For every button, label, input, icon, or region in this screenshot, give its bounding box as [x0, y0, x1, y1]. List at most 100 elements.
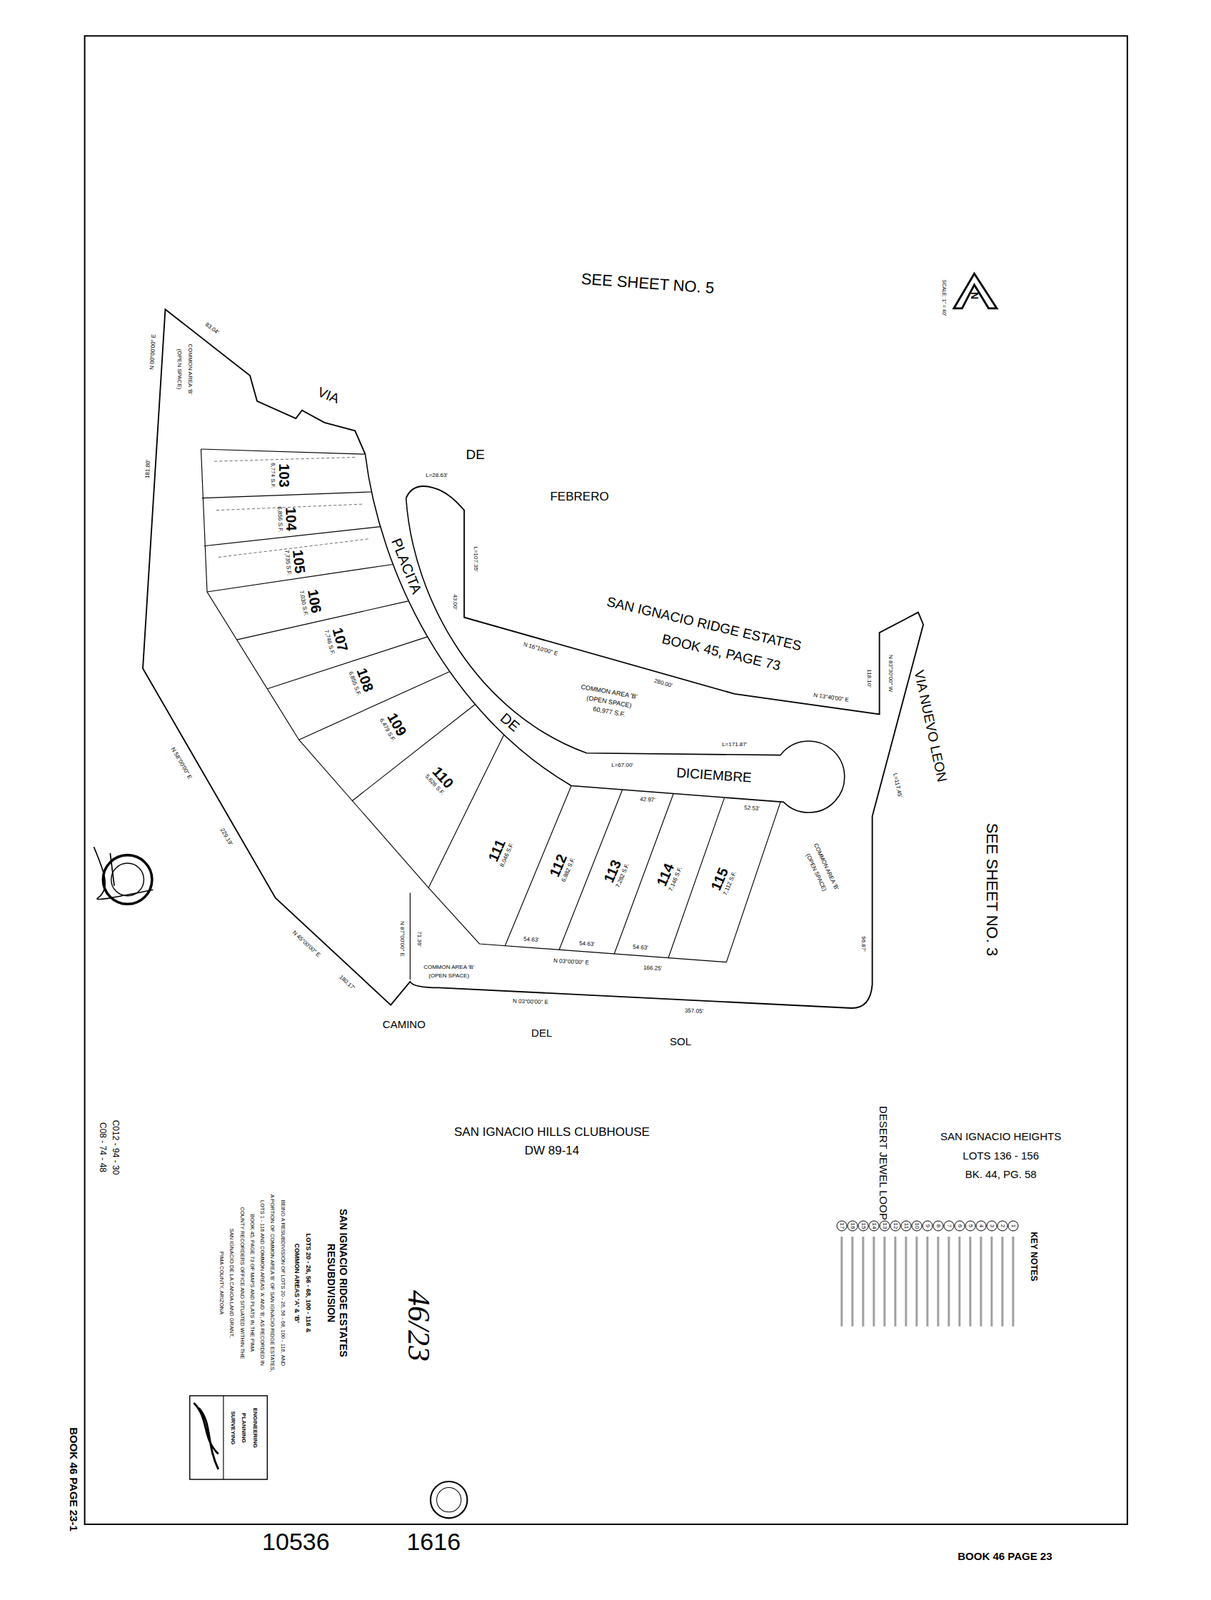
map-label: BK. 44, PG. 58	[965, 1168, 1037, 1181]
dimension-label: 180.17'	[337, 973, 357, 992]
map-label: DICIEMBRE	[676, 764, 753, 786]
map-label: SEE SHEET NO. 5	[580, 269, 715, 298]
map-label: C08 - 74 - 48	[97, 1122, 108, 1173]
map-label: SAN IGNACIO DE LA CANOA LAND GRANT,	[228, 1228, 235, 1339]
subdivision-boundary	[142, 309, 924, 1009]
map-label: DEL	[531, 1027, 552, 1040]
map-label-bold: KEY NOTES	[1028, 1232, 1039, 1282]
dimension-label: 54.63'	[578, 939, 596, 947]
boundary-line	[409, 893, 411, 980]
easement-lines	[214, 456, 370, 557]
lot-area: 6,774 S.F.	[269, 462, 277, 489]
key-note-number: 9	[921, 1220, 933, 1232]
map-label: SCALE: 1" = 40'	[941, 279, 947, 316]
key-note-number: 3	[986, 1220, 997, 1232]
key-note-number: 12	[889, 1220, 901, 1232]
dimension-label: 181.80'	[144, 459, 153, 480]
key-note-number: 7	[943, 1220, 954, 1232]
lot-parcel: 1157,112 S.F.	[706, 864, 738, 897]
lot-parcel: 1126,882 S.F.	[545, 851, 577, 884]
lot-number: 105	[289, 548, 309, 576]
key-note-number: 2	[996, 1220, 1008, 1232]
key-note-number: 10	[911, 1220, 922, 1232]
map-label: A PORTION OF COMMON AREA 'B' OF SAN IGNA…	[269, 1194, 276, 1373]
map-label-bold: SURVEYING	[229, 1411, 236, 1446]
firm-block-divider	[222, 1395, 224, 1480]
map-label: (OPEN SPACE)	[176, 349, 183, 390]
map-label: (OPEN SPACE)	[428, 973, 470, 980]
map-label: PIMA COUNTY, ARIZONA	[218, 1252, 225, 1316]
dimension-label: L=107.35'	[471, 545, 479, 572]
dimension-label: 71.36'	[416, 930, 423, 948]
key-note-number: 5	[964, 1220, 976, 1232]
lot-rear-line	[200, 449, 727, 963]
map-label: BOOK 45, PAGE 73 OF MAPS AND PLATS IN TH…	[249, 1214, 256, 1353]
dimension-label: N 87°00'00" E	[398, 920, 405, 958]
key-note-number: 6	[953, 1220, 965, 1232]
map-label: BEING A RESUBDIVISION OF LOTS 20 - 26, 5…	[279, 1200, 286, 1366]
lot-parcel: 1147,146 S.F.	[652, 860, 684, 894]
lot-parcel: 1096,479 S.F.	[377, 709, 410, 744]
recorder-stamp-ring	[436, 1488, 462, 1513]
map-label: VIA NUEVO LEON	[911, 669, 951, 785]
lot-parcel: 1118,046 S.F.	[484, 835, 516, 869]
dimension-label: N 83°30'00" W	[887, 654, 894, 693]
map-label: LOTS 1 - 116 AND COMMON AREAS 'A' AND 'B…	[259, 1200, 266, 1366]
handwritten-note: 46/23	[400, 1290, 437, 1362]
dimension-label: N 03°00'00" E	[552, 957, 590, 967]
key-note-number: 11	[900, 1220, 912, 1232]
lot-area: 6,856 S.F.	[276, 506, 285, 532]
recorder-stamp	[430, 1481, 467, 1519]
map-label: SEE SHEET NO. 3	[982, 823, 1001, 957]
lot-parcel: 1137,282 S.F.	[599, 856, 631, 889]
lot-parcel: 1086,855 S.F.	[347, 665, 378, 698]
lot-parcel: 1046,856 S.F.	[276, 506, 300, 533]
lot-parcel: 1077,746 S.F.	[322, 625, 352, 657]
dimension-label: N 58°00'00" E	[169, 745, 194, 781]
key-note-number: 8	[932, 1220, 944, 1232]
key-note-number: 4	[975, 1220, 987, 1232]
map-label: COUNTY RECORDERS OFFICE AND SITUATED WIT…	[238, 1207, 245, 1360]
map-label: C012 - 94 - 30	[110, 1120, 121, 1176]
dimension-label: N 00°00'00" E	[148, 333, 158, 371]
map-label-bold: BOOK 46 PAGE 23-1	[67, 1427, 80, 1532]
north-arrow	[953, 273, 997, 309]
dimension-label: 42.97'	[639, 796, 657, 805]
lot-number: 104	[282, 506, 300, 533]
map-label: VIA	[315, 384, 343, 408]
lot-parcel: 1036,774 S.F.	[269, 462, 293, 489]
key-note-number: 13	[878, 1220, 890, 1232]
dimension-label: 118.10'	[866, 668, 873, 688]
map-label-bold: N	[968, 292, 980, 300]
dimension-label: N 16°10'00" E	[521, 640, 560, 657]
map-label-bold: COMMON AREAS 'A' & 'B'	[293, 1243, 301, 1324]
map-label-bold: LOTS 20 - 26, 56 - 68, 100 - 116 &	[304, 1233, 312, 1334]
surveyor-seal-ring	[111, 863, 145, 897]
map-label: 1616	[406, 1528, 461, 1557]
lot-parcel: 1105,626 S.F.	[423, 762, 458, 797]
dimension-label: L=171.87'	[721, 741, 748, 748]
dimension-label: 43.00'	[451, 593, 459, 611]
map-label: LOTS 136 - 156	[962, 1149, 1039, 1162]
map-label: CAMINO	[382, 1018, 426, 1031]
map-label: 10536	[262, 1528, 330, 1557]
map-label: DESERT JEWEL LOOP	[877, 1106, 890, 1221]
map-label: PLACITA	[387, 536, 425, 597]
map-label: SAN IGNACIO HEIGHTS	[940, 1130, 1062, 1143]
dimension-label: 280.00'	[652, 677, 674, 690]
plat-title: SAN IGNACIO RIDGE ESTATES RESUBDIVISION	[324, 1201, 350, 1365]
lot-parcel: 1067,030 S.F.	[297, 586, 325, 617]
map-label: SAN IGNACIO HILLS CLUBHOUSE	[454, 1125, 650, 1140]
map-label: DW 89-14	[524, 1143, 580, 1159]
key-notes-text	[834, 1236, 1020, 1327]
key-note-number: 16	[846, 1220, 858, 1232]
dimension-label: 229.19'	[218, 826, 235, 847]
map-label: DE	[496, 709, 523, 735]
dimension-label: 166.25'	[642, 964, 663, 973]
dimension-label: N 13°40'00" E	[812, 691, 851, 704]
map-label-bold: ENGINEERING	[252, 1408, 259, 1449]
dimension-label: 357.05'	[683, 1007, 704, 1015]
map-label-bold: BOOK 46 PAGE 23	[957, 1550, 1052, 1564]
map-label: DE	[466, 446, 485, 463]
key-note-number: 1	[1007, 1220, 1019, 1232]
